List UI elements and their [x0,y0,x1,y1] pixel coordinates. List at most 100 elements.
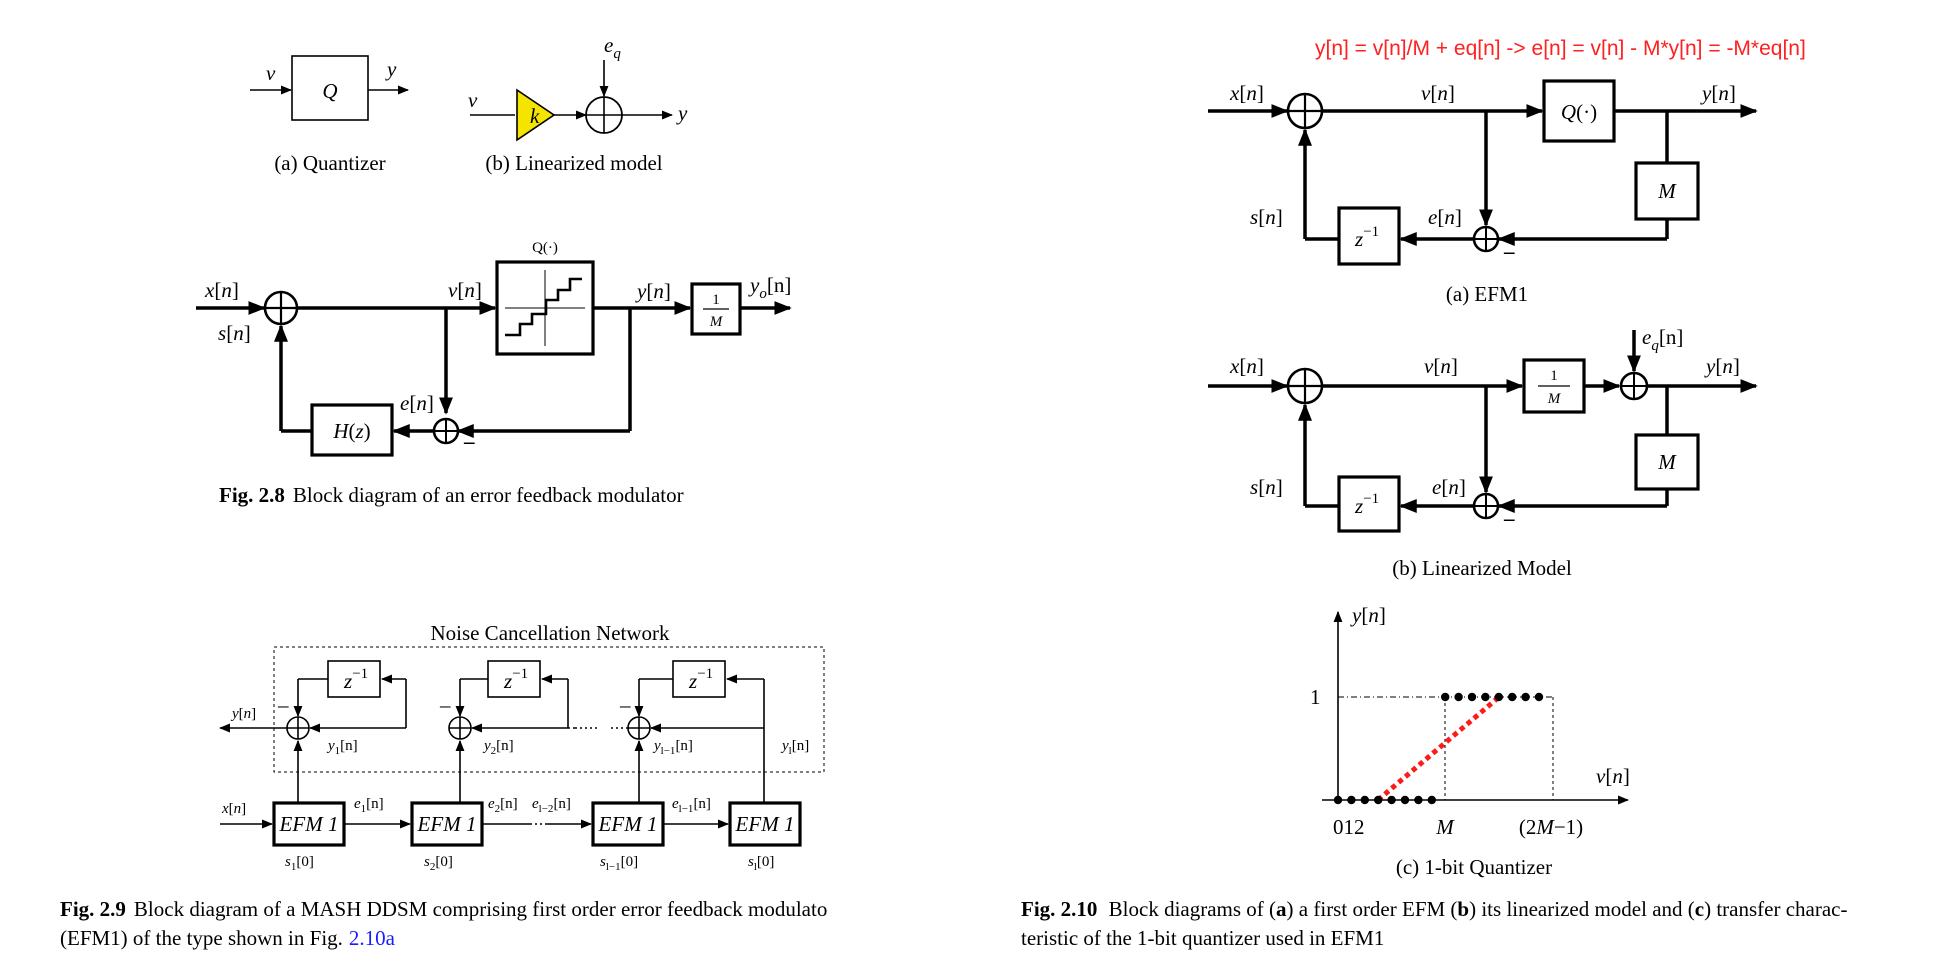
quantizer-dot-low [1360,795,1370,805]
s1-label: s1[0] [285,854,314,873]
quantizer-dot-high [1454,692,1463,702]
zinv-label-2: z−1 [503,666,528,693]
equation-annotation: y[n] = v[n]/M + eq[n] -> e[n] = v[n] - M… [1315,37,1806,60]
fig28-x-label: x[n] [204,278,239,302]
fig28-s-label: s[n] [218,321,251,345]
fig-ref-link: 2.10a [349,926,396,950]
efm-block-4 [728,801,802,847]
efm-label-1: EFM 1 [279,812,339,836]
quantizer-dot-low [1333,795,1343,805]
plot-tick-2m: (2M−1) [1519,815,1583,839]
fig-2-9-diagram: Noise Cancellation Network z−1 z−1 z−1 [60,621,827,950]
plot-tick-one: 1 [1310,685,1321,709]
fig29-y-out-label: y[n] [230,706,256,722]
quantizer-dot-low [1387,795,1396,805]
el1-label: el−1[n] [672,796,711,815]
s2-label: s2[0] [424,854,453,873]
plot-tick-012: 012 [1333,815,1365,839]
zinv-label-1: z−1 [343,666,368,693]
quantizer-dot-high [1441,692,1450,702]
lin-eq-label: eq[n] [1642,325,1683,354]
efm-label-2: EFM 1 [417,812,477,836]
quantizer-dot-low [1400,795,1410,805]
efm1-zinv-label: z−1 [1354,224,1379,251]
fig28-minus-sign: – [463,429,475,453]
linearized-model-diagram: k v y eq (b) Linearized model [468,33,688,175]
quantizer-input-label: v [266,61,276,85]
lin-frac-den: M [1547,391,1562,407]
efm1-v-label: v[n] [1421,81,1455,105]
fig28-scale-block [690,282,742,336]
quantizer-dot-low [1414,795,1423,805]
quantizer-caption: (a) Quantizer [274,151,385,175]
zinv-block-3 [672,660,726,698]
fig28-filter-block [310,403,394,457]
y1-label: y1[n] [326,738,358,757]
lin-model-caption: (b) Linearized Model [1392,556,1572,580]
gain-label: k [530,104,540,128]
fig-2-8-diagram: x[n] s[n] v[n] Q(·) y[n] 1 M yo[n] e[n] … [196,240,792,507]
staircase-icon [505,270,585,346]
quantizer-dot-low [1374,795,1383,805]
ncn-minus-3: – [619,693,631,717]
noise-label: eq [604,33,621,62]
fig29-x-in-label: x[n] [221,801,246,817]
ncn-dashed-frame [273,646,825,773]
y2-label: y2[n] [482,738,514,757]
lin-x-label: x[n] [1229,354,1264,378]
quantizer-dot-high [1481,692,1490,702]
efm1-q-label: Q(·) [1561,100,1597,124]
fig-2-10b-diagram: x[n] v[n] 1 M eq[n] y[n] M s[n] e[n] z−1… [1208,325,1758,580]
quantizer-dot-high [1494,692,1504,702]
efm1-m-label: M [1657,179,1677,203]
lin-zinv-block [1337,475,1401,533]
quantizer-dot-high [1508,692,1517,702]
gain-triangle [516,88,556,142]
plot-tick-m: M [1435,815,1455,839]
efm1-e-label: e[n] [1428,205,1462,229]
el2-label: el−2[n] [532,796,571,815]
ncn-minus-2: – [439,693,451,717]
quantizer-diagram: Q v y (a) Quantizer [250,55,410,175]
quantizer-dot-low [1347,795,1356,805]
fig-2-10a-diagram: y[n] = v[n]/M + eq[n] -> e[n] = v[n] - M… [1208,37,1806,306]
efm-label-4: EFM 1 [735,812,795,836]
sl-label: sl[0] [748,854,774,873]
fig28-yo-label: yo[n] [748,273,791,302]
fig-2-10c-plot: y[n] v[n] 1 012 M (2M−1) (c) 1-bit Quant… [1310,603,1630,879]
fig28-frac-den: M [709,314,724,330]
lin-zinv-label: z−1 [1354,491,1379,518]
fig28-h-label: H(z) [332,419,370,443]
quantizer-block [291,55,369,121]
fig28-q-label: Q(·) [532,240,558,256]
quantizer-dots [1333,692,1544,805]
quantizer-output-label: y [385,57,397,81]
fig210-caption-line1: Fig. 2.10 Block diagrams of (a) a first … [1021,897,1848,921]
zinv-label-3: z−1 [688,666,713,693]
efm1-caption: (a) EFM1 [1446,282,1528,306]
quantizer-dot-high [1467,692,1477,702]
efm-label-3: EFM 1 [598,812,658,836]
efm1-x-label: x[n] [1229,81,1264,105]
lin-s-label: s[n] [1250,475,1283,499]
plot-x-axis-label: v[n] [1596,764,1630,788]
efm1-s-label: s[n] [1250,205,1283,229]
fig28-e-label: e[n] [400,391,434,415]
efm1-y-label: y[n] [1700,81,1736,105]
ncn-title: Noise Cancellation Network [430,621,670,645]
e2-label: e2[n] [488,796,518,815]
fig-2-10-caption: Fig. 2.10 Block diagrams of (a) a first … [1021,897,1848,950]
quantizer-block-label: Q [322,79,337,103]
yl1-label: yl−1[n] [652,738,693,757]
quantizer-plot-caption: (c) 1-bit Quantizer [1396,855,1552,879]
lin-output-label: y [676,101,688,125]
lin-m-block [1634,433,1700,491]
lin-y-label: y[n] [1704,354,1740,378]
quantizer-dot-high [1534,692,1544,702]
lin-input-label: v [468,88,478,112]
lin-m-label: M [1657,450,1677,474]
fig28-v-label: v[n] [448,278,482,302]
efm1-zinv-block [1337,206,1401,266]
